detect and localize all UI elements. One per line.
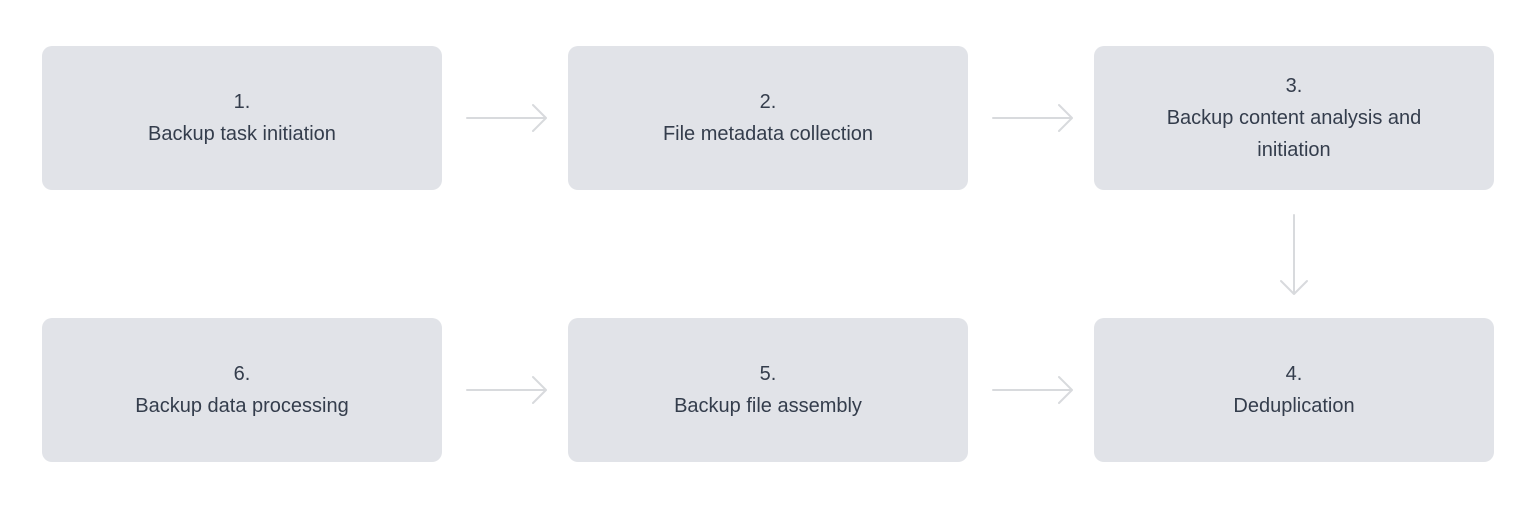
step-label: Backup task initiation: [148, 123, 336, 145]
arrow-step6-to-step5-icon: [466, 376, 547, 404]
step-label: Backup data processing: [135, 395, 349, 417]
arrow-step3-to-step4-icon: [1280, 214, 1308, 295]
step-label: Deduplication: [1233, 395, 1355, 417]
step-number: 3.: [1285, 75, 1303, 97]
arrow-step5-to-step4-icon: [992, 376, 1073, 404]
step-number: 4.: [1285, 363, 1303, 385]
arrow-step1-to-step2-icon: [466, 104, 547, 132]
step-number: 6.: [233, 363, 251, 385]
step-node-1: 1. Backup task initiation: [42, 46, 442, 190]
step-label: Backup file assembly: [674, 395, 862, 417]
arrow-step2-to-step3-icon: [992, 104, 1073, 132]
step-label: File metadata collection: [662, 123, 874, 145]
step-number: 2.: [759, 91, 777, 113]
step-number: 1.: [233, 91, 251, 113]
step-node-4: 4. Deduplication: [1094, 318, 1494, 462]
step-label: Backup content analysis and initiation: [1166, 107, 1422, 161]
step-node-2: 2. File metadata collection: [568, 46, 968, 190]
step-node-6: 6. Backup data processing: [42, 318, 442, 462]
step-node-3: 3. Backup content analysis and initiatio…: [1094, 46, 1494, 190]
step-node-5: 5. Backup file assembly: [568, 318, 968, 462]
step-number: 5.: [759, 363, 777, 385]
